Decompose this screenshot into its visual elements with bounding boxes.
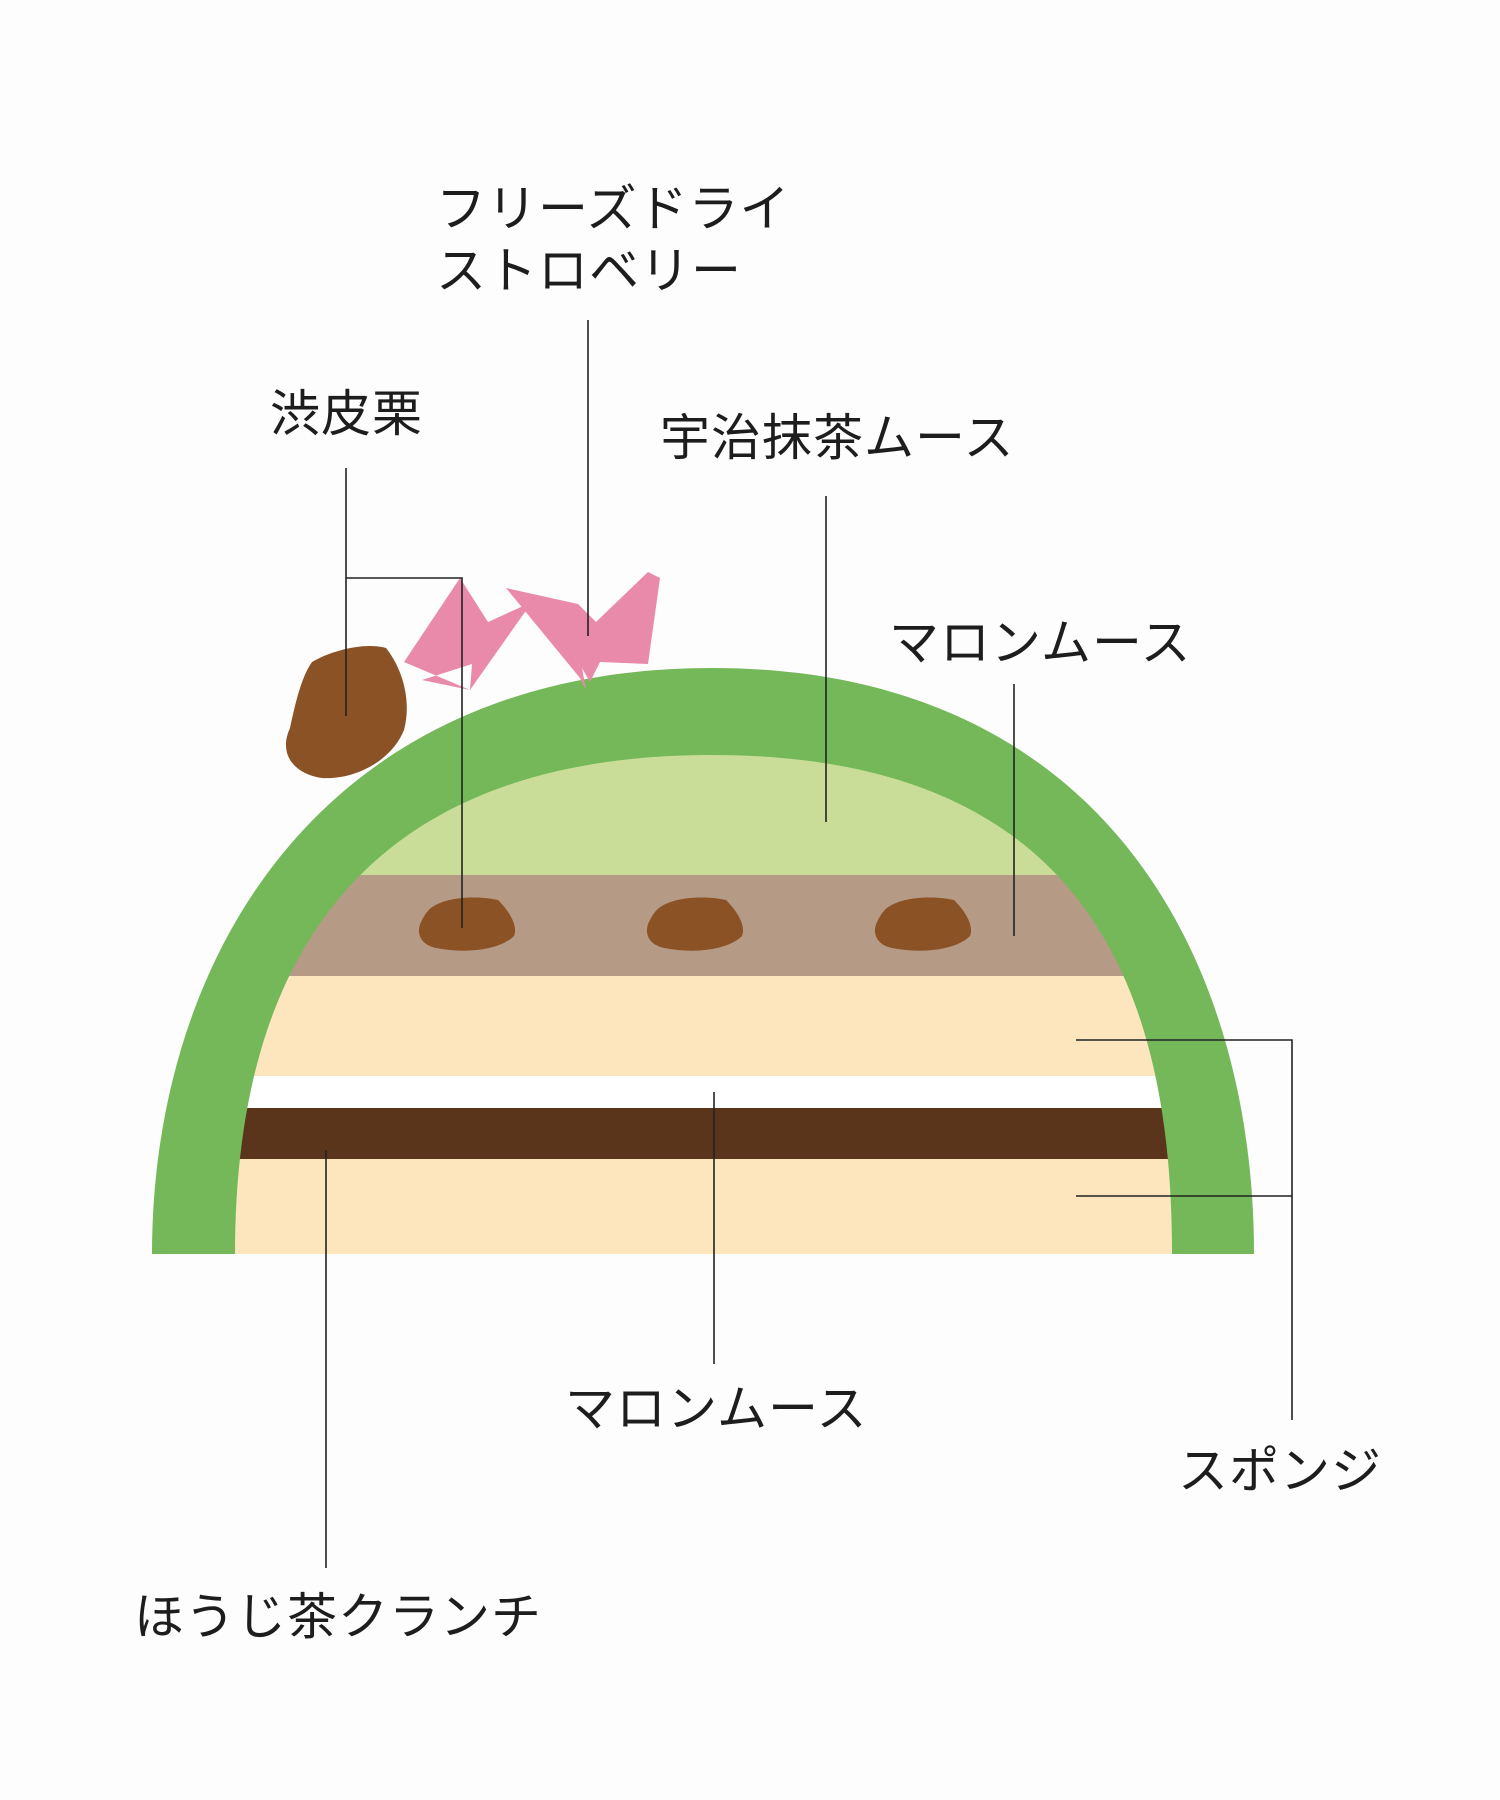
chestnut-embedded-1 (418, 897, 516, 951)
chestnut-embedded-2 (646, 897, 744, 951)
leader-line-chestnut (345, 468, 463, 928)
sponge-layer-lower (235, 1159, 1172, 1254)
strawberry-shard-2 (506, 572, 660, 690)
cream-layer (235, 1076, 1172, 1109)
label-marron-mousse-bottom: マロンムース (565, 1380, 868, 1438)
label-hojicha-crunch: ほうじ茶クランチ (134, 1588, 542, 1646)
hojicha-crunch-layer (235, 1108, 1172, 1160)
strawberry-shard-1 (404, 578, 532, 690)
label-freeze-dried-strawberry: フリーズドライ ストロベリー (436, 178, 791, 302)
chestnut-embedded-3 (874, 897, 972, 951)
label-marron-mousse-top: マロンムース (889, 614, 1192, 672)
sponge-layer-upper (235, 976, 1172, 1077)
label-sponge: スポンジ (1178, 1442, 1382, 1500)
leader-line-sponge (1076, 1039, 1293, 1420)
label-freeze-dried-strawberry-line-1: フリーズドライ (436, 180, 791, 238)
label-uji-matcha-mousse: 宇治抹茶ムース (660, 409, 1015, 467)
label-shibukawa-chestnut: 渋皮栗 (270, 385, 423, 443)
label-freeze-dried-strawberry-line-2: ストロベリー (436, 242, 742, 300)
